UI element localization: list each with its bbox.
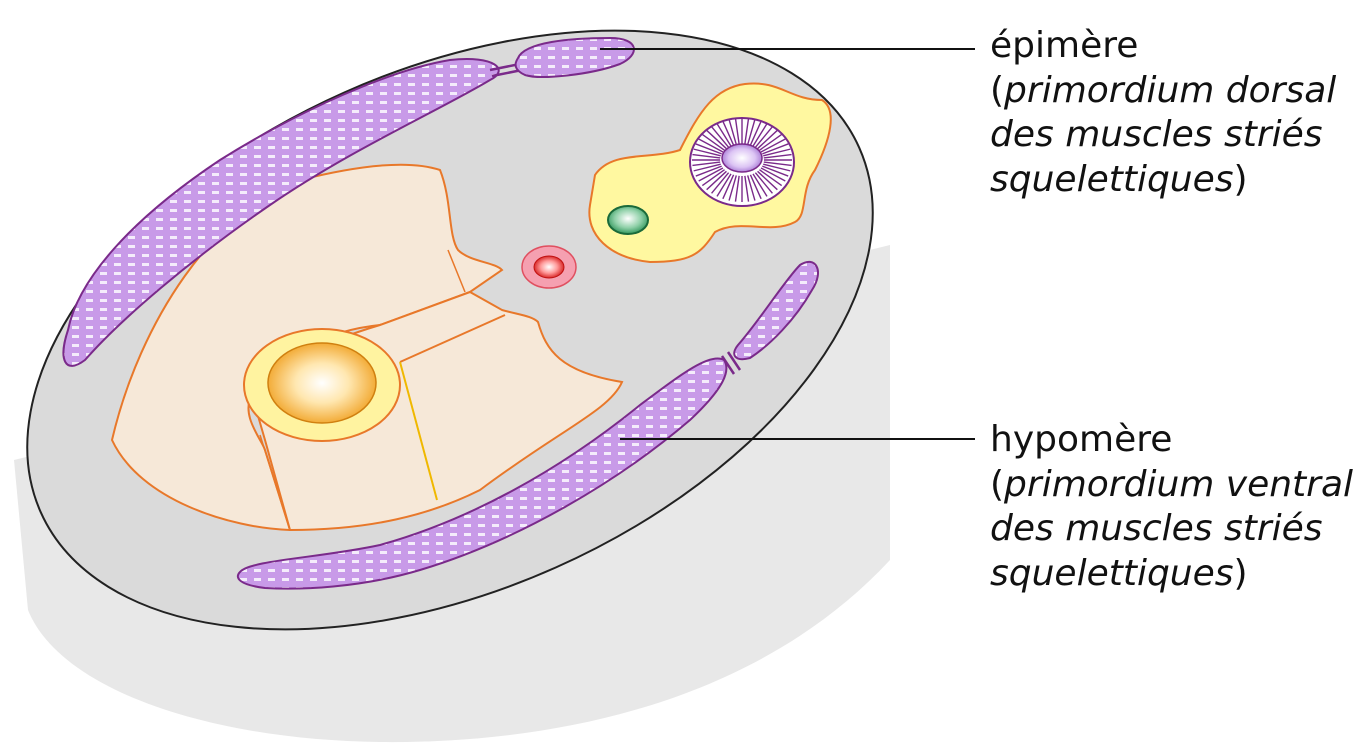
- epimere-desc-line1: primordium dorsal: [1004, 70, 1336, 111]
- dorsal-aorta: [522, 246, 576, 288]
- hypomere-label: hypomère (primordium ventral des muscles…: [990, 418, 1356, 596]
- hypomere-desc-line2: des muscles striés: [990, 508, 1323, 549]
- notochord: [608, 206, 648, 234]
- hypomere-title: hypomère: [990, 418, 1356, 463]
- epimere-label: épimère (primordium dorsal des muscles s…: [990, 24, 1356, 202]
- epimere-desc-line2: des muscles striés: [990, 114, 1323, 155]
- epimere-desc-line3: squelettiques: [990, 159, 1234, 200]
- epimere-open-paren: (: [990, 70, 1004, 111]
- hypomere-desc-line1: primordium ventral: [1004, 464, 1353, 505]
- epimere-close-paren: ): [1234, 159, 1248, 200]
- gut-tube: [244, 329, 400, 441]
- epimere-title: épimère: [990, 24, 1356, 69]
- hypomere-open-paren: (: [990, 464, 1004, 505]
- hypomere-desc-line3: squelettiques: [990, 553, 1234, 594]
- neural-tube: [690, 118, 794, 206]
- hypomere-close-paren: ): [1234, 553, 1248, 594]
